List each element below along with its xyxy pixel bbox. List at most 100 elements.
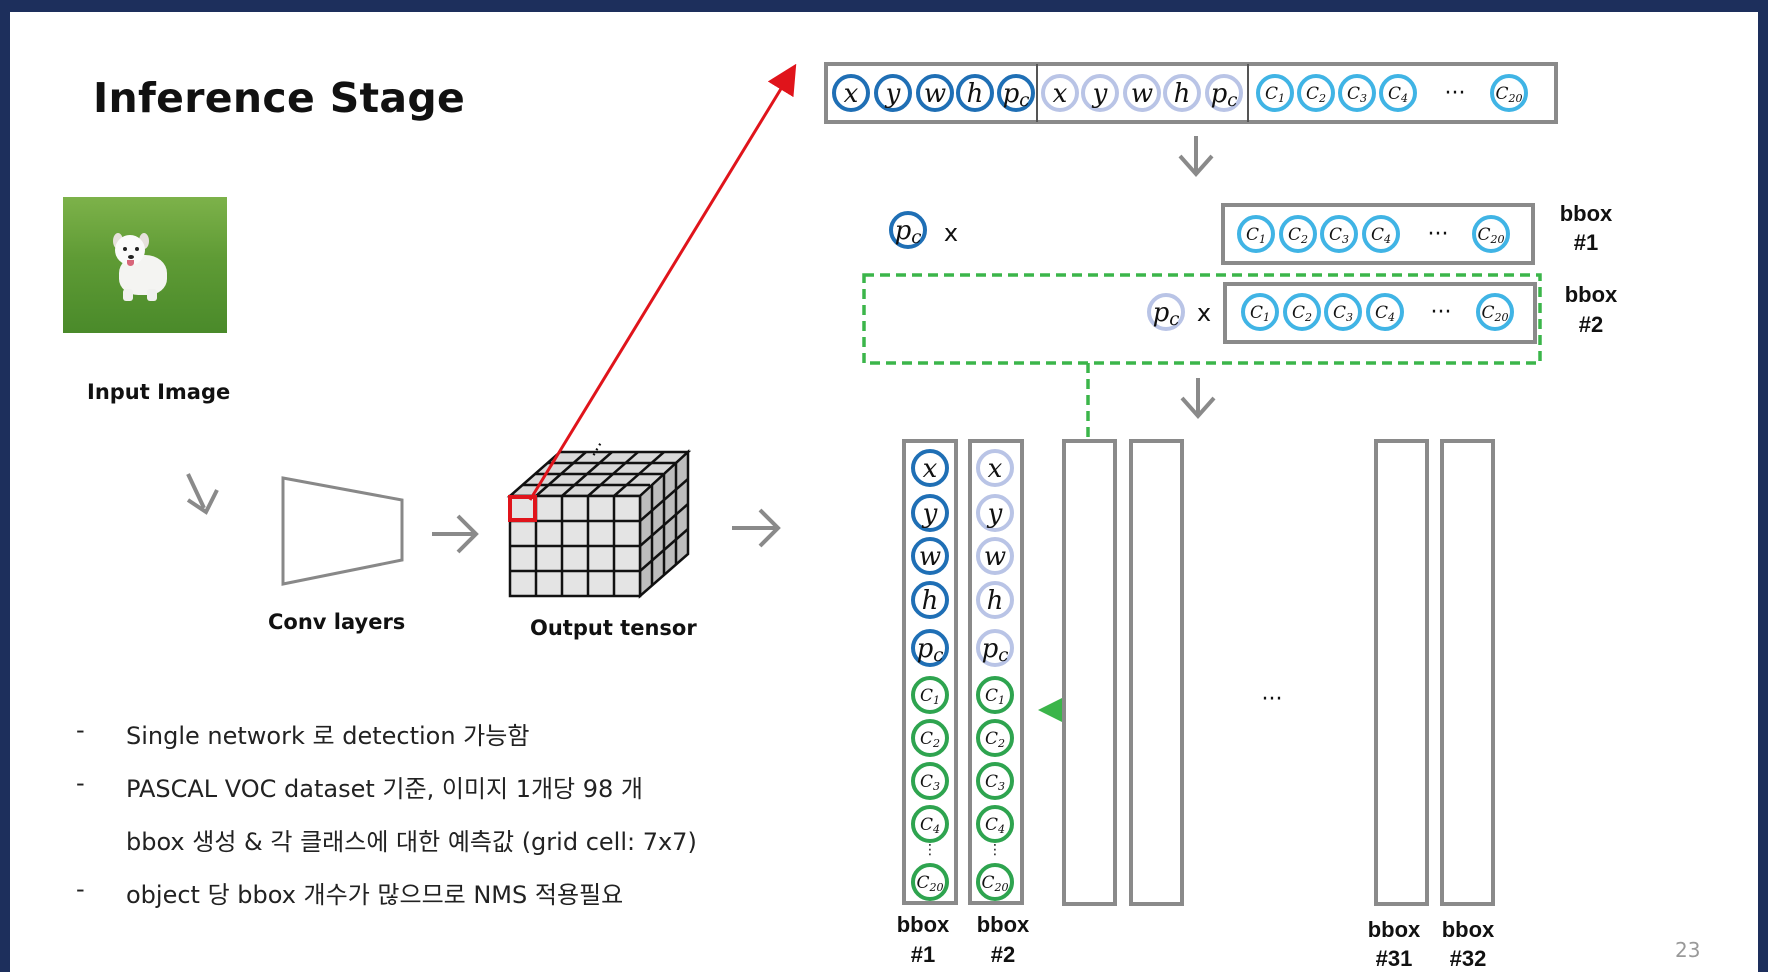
class-circles: [1237, 215, 1510, 253]
bullet-text: PASCAL VOC dataset 기준, 이미지 1개당 98 개: [126, 775, 643, 803]
arrow-icon: [732, 508, 781, 548]
column2-class-circles: [976, 676, 1014, 901]
field-pc: pc: [1211, 79, 1238, 111]
column-bbox-31: [1374, 439, 1429, 906]
dog-leg: [123, 289, 133, 301]
class-c4: C4: [1371, 225, 1391, 246]
dashed-selection-box: [862, 273, 1542, 365]
column2-field-circles: [976, 449, 1014, 667]
multiply-sign: x: [944, 219, 958, 247]
class-c3: C3: [1333, 303, 1353, 324]
field-y: y: [987, 499, 1003, 529]
class-c3: C3: [1329, 225, 1349, 246]
field-x: x: [1053, 79, 1068, 109]
class-c2: C2: [1288, 225, 1308, 246]
column-bbox-32: [1440, 439, 1495, 906]
class-circles: [1241, 293, 1514, 331]
column-label-top: bbox: [1442, 917, 1495, 942]
svg-text:⋮: ⋮: [923, 842, 937, 858]
score-ellipsis: ···: [1431, 300, 1452, 325]
slide-title: Inference Stage: [93, 74, 466, 122]
field-x: x: [844, 79, 859, 109]
field-w: w: [919, 542, 941, 572]
class-c1: C1: [1265, 84, 1285, 105]
column-label-top: bbox: [977, 912, 1030, 937]
columns-ellipsis: ···: [1262, 687, 1283, 712]
class-c20: C20: [1477, 225, 1504, 246]
field-y: y: [1092, 79, 1108, 109]
field-w: w: [924, 79, 946, 109]
dog-leg: [147, 289, 157, 301]
bbox2-field-circles: [1041, 74, 1243, 112]
field-w: w: [984, 542, 1006, 572]
column-bbox-3: [1062, 439, 1117, 906]
class-c2: C2: [1306, 84, 1326, 105]
column-label-bottom: #31: [1376, 946, 1413, 971]
field-y: y: [885, 79, 901, 109]
svg-text:⋮: ⋮: [988, 842, 1002, 858]
highlighted-grid-cell: [508, 495, 537, 522]
class-c20: C20: [1481, 303, 1508, 324]
output-tensor-label: Output tensor: [530, 616, 697, 640]
output-tensor-cube: [506, 449, 692, 599]
field-h: h: [967, 79, 984, 109]
field-pc: pc: [1003, 79, 1030, 111]
prediction-vector: [824, 62, 1558, 124]
score-row-label-bottom: #2: [1579, 312, 1603, 337]
class-c1: C1: [985, 686, 1005, 707]
bullet-text: bbox 생성 & 각 클래스에 대한 예측값 (grid cell: 7x7): [126, 828, 697, 856]
score-ellipsis: ···: [1428, 222, 1449, 247]
class-c2: C2: [985, 729, 1005, 750]
column-label-bottom: #1: [911, 942, 935, 967]
conv-layers-shape: [281, 476, 404, 586]
column-label-top: bbox: [1368, 917, 1421, 942]
column1-field-circles: [911, 449, 949, 667]
class-c4: C4: [1388, 84, 1408, 105]
field-x: x: [988, 454, 1003, 484]
dog-ear: [139, 233, 149, 249]
pc-circle: [1147, 293, 1185, 331]
down-arrow-icon: [1178, 136, 1214, 178]
field-pc: pc: [982, 634, 1009, 666]
arrow-icon: [186, 473, 219, 515]
dog-nose: [128, 255, 134, 259]
class-c20: C20: [916, 873, 943, 894]
score-row-label-top: bbox: [1560, 201, 1613, 226]
class-circles: [1256, 74, 1528, 112]
column-label-bottom: #32: [1450, 946, 1487, 971]
class-c3: C3: [1347, 84, 1367, 105]
pc-symbol: pc: [1153, 298, 1180, 330]
page-number: 23: [1675, 938, 1701, 962]
class-c20: C20: [1495, 84, 1522, 105]
dog-eye: [135, 247, 139, 251]
class-c4: C4: [920, 815, 940, 836]
field-y: y: [922, 499, 938, 529]
class-c2: C2: [920, 729, 940, 750]
vertical-ellipsis: ⋮ ⋮: [923, 842, 1002, 858]
top-frame-bar: [0, 0, 1768, 12]
arrow-icon: [432, 514, 479, 554]
class-c3: C3: [920, 772, 940, 793]
vector-ellipsis: ···: [1445, 81, 1466, 106]
pc-circle: [889, 211, 927, 249]
dog-tongue: [127, 260, 134, 266]
field-h: h: [1174, 79, 1191, 109]
bbox1-field-circles: [832, 74, 1035, 112]
bullet-text: Single network 로 detection 가능함: [126, 722, 530, 750]
input-image-label: Input Image: [87, 380, 231, 404]
class-score-box: [1223, 282, 1537, 344]
column-label-bottom: #2: [991, 942, 1015, 967]
class-c1: C1: [1246, 225, 1266, 246]
column1-class-circles: [911, 676, 949, 901]
input-image-photo: [63, 197, 227, 333]
field-h: h: [922, 586, 939, 616]
score-row-label-top: bbox: [1565, 282, 1618, 307]
column-bbox-4: [1129, 439, 1184, 906]
red-pointer-arrow: [528, 63, 797, 501]
class-c1: C1: [1250, 303, 1270, 324]
field-h: h: [987, 586, 1004, 616]
class-c4: C4: [985, 815, 1005, 836]
class-c20: C20: [981, 873, 1008, 894]
field-pc: pc: [917, 634, 944, 666]
